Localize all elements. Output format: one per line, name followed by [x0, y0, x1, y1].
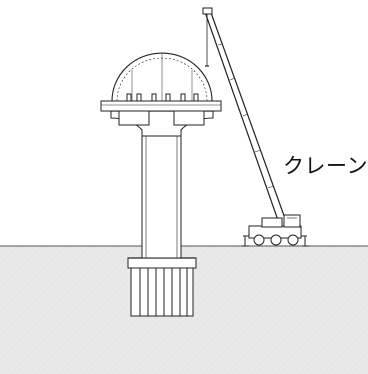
- crane-icon: [202, 7, 309, 247]
- foundation: [127, 257, 197, 317]
- deck-segment: [100, 93, 222, 126]
- dome-segment-icon: [111, 52, 213, 102]
- pile-group: [130, 267, 194, 317]
- pier-column: [110, 110, 214, 259]
- crane-label: クレーン: [283, 154, 368, 178]
- footing: [127, 257, 197, 269]
